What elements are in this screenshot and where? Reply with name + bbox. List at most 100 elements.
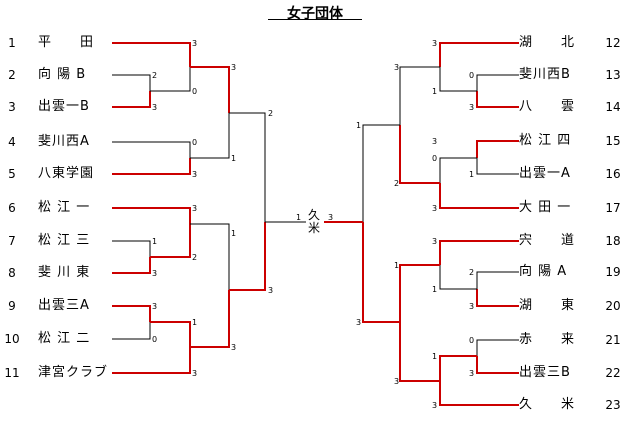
score: 3 bbox=[152, 302, 158, 311]
bracket-line-win bbox=[112, 91, 151, 108]
bracket-line-win bbox=[439, 42, 519, 67]
score: 2 bbox=[469, 268, 475, 277]
team-name: 松 江 四 bbox=[519, 133, 572, 148]
seed-number: 9 bbox=[8, 299, 16, 313]
team-name: 向 陽 B bbox=[38, 67, 87, 82]
seed-number: 4 bbox=[8, 135, 16, 149]
score: 0 bbox=[192, 138, 198, 147]
score: 3 bbox=[469, 302, 475, 311]
score: 3 bbox=[469, 369, 475, 378]
bracket-line-win bbox=[112, 257, 151, 274]
seed-number: 18 bbox=[605, 234, 621, 248]
score: 2 bbox=[394, 179, 400, 188]
bracket-line-win bbox=[476, 289, 519, 307]
bracket-line bbox=[229, 112, 266, 222]
bracket-line bbox=[362, 124, 400, 222]
score: 0 bbox=[152, 335, 158, 344]
bracket-line-win bbox=[476, 140, 519, 158]
bracket-line-win bbox=[190, 290, 230, 348]
champion-name: 久米 bbox=[307, 208, 320, 235]
bracket-line-win bbox=[190, 66, 230, 113]
bracket-line bbox=[439, 265, 477, 290]
score: 2 bbox=[192, 253, 198, 262]
score: 1 bbox=[432, 352, 438, 361]
score: 3 bbox=[152, 269, 158, 278]
bracket-line bbox=[399, 66, 440, 125]
score: 0 bbox=[469, 336, 475, 345]
team-name: 宍 道 bbox=[519, 233, 576, 248]
score: 3 bbox=[231, 343, 237, 352]
seed-number: 16 bbox=[605, 167, 621, 181]
bracket-line-win bbox=[229, 222, 266, 291]
score: 3 bbox=[432, 401, 438, 410]
team-name: 八 雲 bbox=[519, 99, 576, 114]
bracket-line bbox=[112, 74, 151, 91]
seed-number: 3 bbox=[8, 100, 16, 114]
score: 3 bbox=[432, 204, 438, 213]
score: 3 bbox=[192, 39, 198, 48]
bracket-line bbox=[476, 74, 519, 91]
score: 3 bbox=[328, 213, 334, 222]
score: 3 bbox=[432, 137, 438, 146]
seed-number: 15 bbox=[605, 134, 621, 148]
bracket-line-win bbox=[112, 158, 191, 175]
bracket-line-win bbox=[439, 355, 477, 381]
team-name: 湖 東 bbox=[519, 298, 576, 313]
bracket-line-win bbox=[439, 240, 519, 265]
score: 3 bbox=[469, 103, 475, 112]
team-name: 大 田 一 bbox=[519, 200, 572, 215]
title-underline bbox=[268, 19, 362, 20]
score: 3 bbox=[192, 369, 198, 378]
score: 0 bbox=[192, 87, 198, 96]
team-name: 松 江 一 bbox=[38, 200, 91, 215]
score: 3 bbox=[356, 318, 362, 327]
bracket-line bbox=[439, 67, 477, 92]
score: 3 bbox=[192, 204, 198, 213]
score: 3 bbox=[152, 103, 158, 112]
score: 3 bbox=[192, 170, 198, 179]
bracket-line bbox=[476, 339, 519, 356]
seed-number: 12 bbox=[605, 36, 621, 50]
bracket-line-win bbox=[112, 42, 191, 67]
bracket-line bbox=[112, 240, 151, 257]
score: 3 bbox=[394, 377, 400, 386]
bracket-line bbox=[190, 113, 230, 159]
bracket-line-win bbox=[362, 222, 400, 323]
score: 1 bbox=[296, 213, 302, 222]
team-name: 斐 川 東 bbox=[38, 265, 91, 280]
bracket-line-win bbox=[399, 125, 440, 184]
bracket-line-win bbox=[399, 264, 440, 322]
bracket-line-win bbox=[150, 224, 191, 258]
score: 1 bbox=[394, 261, 400, 270]
seed-number: 2 bbox=[8, 68, 16, 82]
seed-number: 23 bbox=[605, 398, 621, 412]
page-title: 女子団体 bbox=[287, 6, 343, 22]
team-name: 出雲三A bbox=[38, 298, 90, 313]
score: 3 bbox=[432, 237, 438, 246]
seed-number: 21 bbox=[605, 333, 621, 347]
bracket-line-win bbox=[150, 321, 191, 347]
seed-number: 11 bbox=[4, 366, 20, 380]
seed-number: 13 bbox=[605, 68, 621, 82]
score: 3 bbox=[394, 63, 400, 72]
bracket-line bbox=[476, 158, 519, 175]
score: 1 bbox=[231, 154, 237, 163]
score: 2 bbox=[152, 71, 158, 80]
bracket-line bbox=[476, 271, 519, 289]
seed-number: 8 bbox=[8, 266, 16, 280]
seed-number: 10 bbox=[4, 332, 20, 346]
team-name: 出雲一A bbox=[519, 166, 571, 181]
score: 1 bbox=[432, 285, 438, 294]
score: 0 bbox=[469, 71, 475, 80]
seed-number: 7 bbox=[8, 234, 16, 248]
team-name: 出雲三B bbox=[519, 365, 571, 380]
bracket-line-win bbox=[112, 207, 191, 224]
team-name: 斐川西A bbox=[38, 134, 90, 149]
team-name: 松 江 二 bbox=[38, 331, 91, 346]
team-name: 斐川西B bbox=[519, 67, 571, 82]
score: 0 bbox=[432, 154, 438, 163]
team-name: 向 陽 A bbox=[519, 264, 568, 279]
bracket-line-win bbox=[112, 347, 191, 374]
bracket-line bbox=[439, 157, 477, 183]
